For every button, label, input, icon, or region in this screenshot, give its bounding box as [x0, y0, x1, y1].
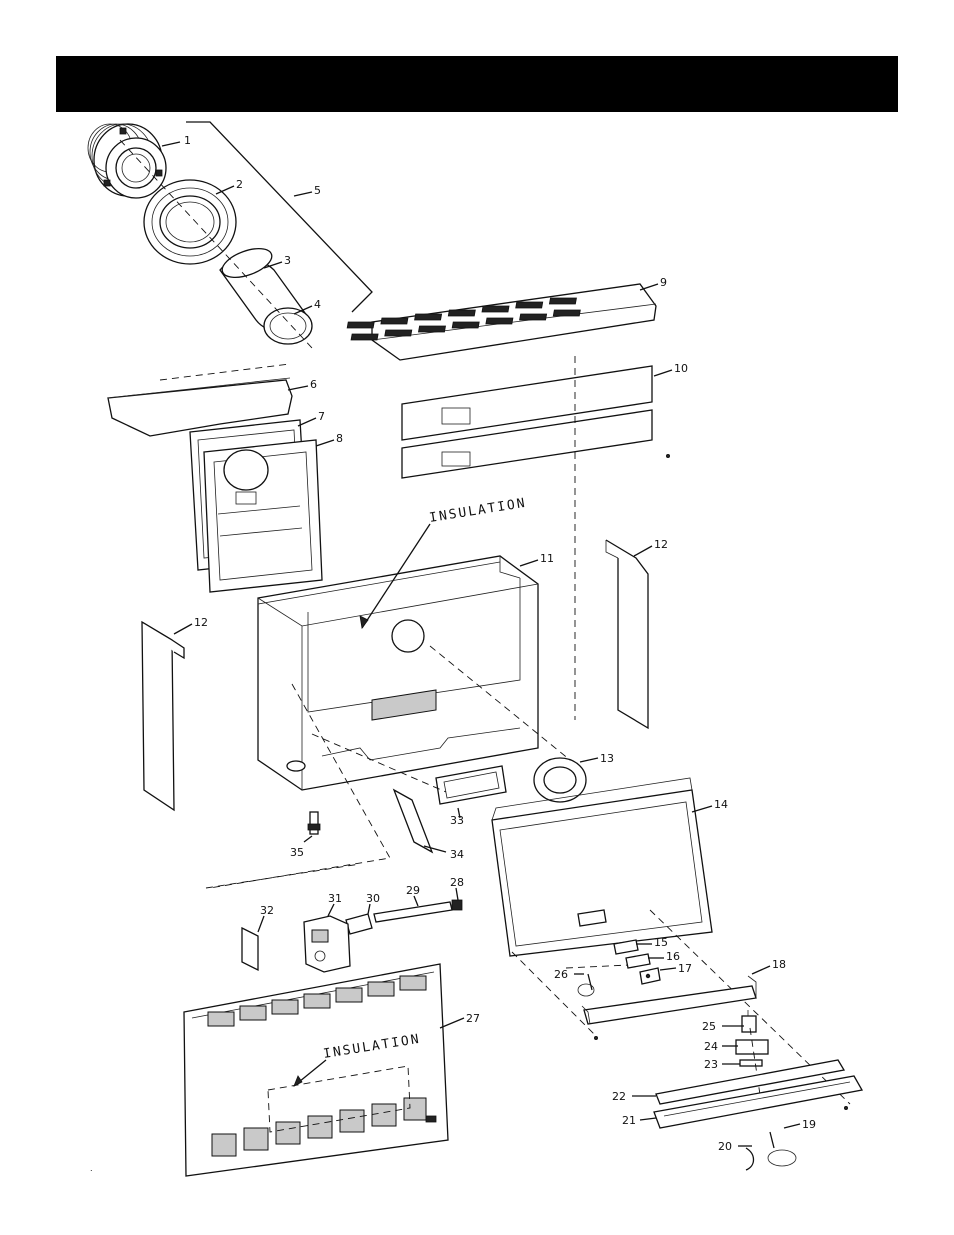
insulation-label-upper: INSULATION — [428, 496, 527, 526]
part-17-bracket — [640, 968, 660, 984]
callout-25: 25 — [702, 1020, 716, 1033]
callout-23: 23 — [704, 1058, 718, 1071]
part-9-top-grille — [347, 284, 656, 360]
callout-34: 34 — [450, 848, 464, 861]
callout-9: 9 — [660, 276, 667, 289]
callout-11: 11 — [540, 552, 554, 565]
part-19-thermocouple — [768, 1132, 796, 1166]
callout-29: 29 — [406, 884, 420, 897]
callout-22: 22 — [612, 1090, 626, 1103]
part-34-baffle — [394, 790, 432, 852]
callout-1: 1 — [184, 134, 191, 147]
callout-32: 32 — [260, 904, 274, 917]
callout-12-left: 12 — [194, 616, 208, 629]
callout-13: 13 — [600, 752, 614, 765]
part-30-fitting — [346, 914, 372, 934]
part-31-gas-valve — [304, 916, 350, 972]
callout-5: 5 — [314, 184, 321, 197]
callout-26: 26 — [554, 968, 568, 981]
callout-7: 7 — [318, 410, 325, 423]
callout-8: 8 — [336, 432, 343, 445]
callout-6: 6 — [310, 378, 317, 391]
part-25-pilot — [742, 1010, 756, 1032]
part-16-gasket — [626, 954, 650, 968]
part-29-tube — [374, 902, 452, 922]
callout-28: 28 — [450, 876, 464, 889]
part-33-plate — [436, 766, 506, 804]
part-10-panels — [402, 366, 670, 478]
part-4-pipe-end — [264, 308, 312, 344]
callout-18: 18 — [772, 958, 786, 971]
part-26-tube — [578, 974, 594, 996]
callout-3: 3 — [284, 254, 291, 267]
callout-31: 31 — [328, 892, 342, 905]
part-2-ring-plate — [144, 180, 236, 264]
part-32-bracket — [242, 928, 258, 970]
lower-dash-1 — [512, 952, 596, 1036]
part-20-wire — [746, 1148, 754, 1170]
part-14-glass-frame — [492, 778, 712, 956]
part-11-firebox — [258, 556, 538, 790]
callout-27: 27 — [466, 1012, 480, 1025]
callout-19: 19 — [802, 1118, 816, 1131]
part-28-nut — [452, 900, 462, 910]
part-27-front-panel — [184, 964, 448, 1176]
callout-2: 2 — [236, 178, 243, 191]
footer-mark: . — [90, 1164, 93, 1173]
callout-33: 33 — [450, 814, 464, 827]
bracket-dashes — [160, 364, 290, 380]
callout-15: 15 — [654, 936, 668, 949]
part-8-frame — [204, 440, 322, 592]
callout-17: 17 — [678, 962, 692, 975]
callout-30: 30 — [366, 892, 380, 905]
callout-21: 21 — [622, 1114, 636, 1127]
callout-35: 35 — [290, 846, 304, 859]
part-12-right-panel — [606, 540, 648, 728]
part-12-left-panel — [142, 622, 184, 810]
part-18-burner-tray — [582, 976, 756, 1040]
callout-4: 4 — [314, 298, 321, 311]
part-35-fitting — [308, 812, 320, 834]
callout-10: 10 — [674, 362, 688, 375]
part-23-gasket — [740, 1060, 762, 1066]
callout-20: 20 — [718, 1140, 732, 1153]
callout-12-right: 12 — [654, 538, 668, 551]
callout-14: 14 — [714, 798, 728, 811]
callout-24: 24 — [704, 1040, 718, 1053]
part-1-vent-cap — [88, 124, 166, 198]
